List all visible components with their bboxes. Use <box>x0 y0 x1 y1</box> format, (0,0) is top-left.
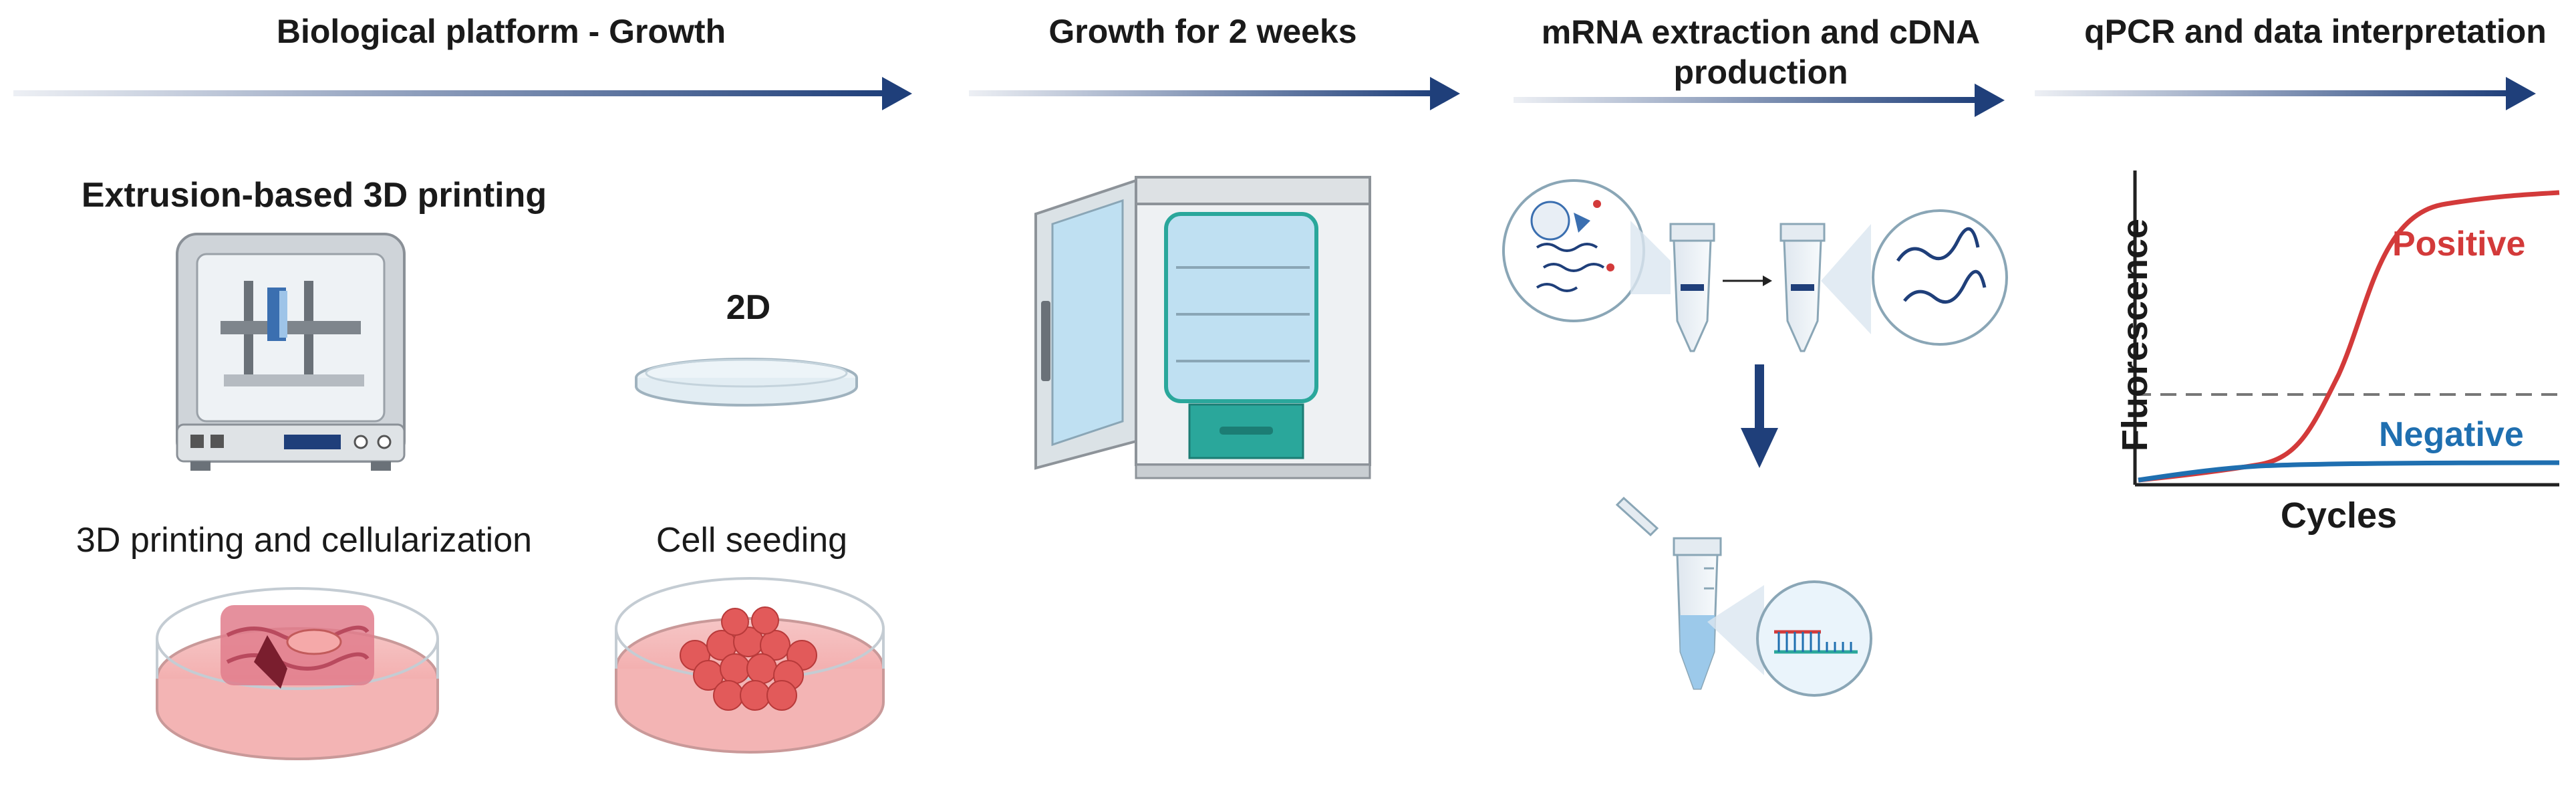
stage-2-arrow <box>969 77 1460 110</box>
positive-label: Positive <box>2392 225 2526 263</box>
negative-label: Negative <box>2379 415 2524 454</box>
cellularization-label: 3D printing and cellularization <box>76 521 533 560</box>
zoom-cone-3 <box>1707 585 1764 675</box>
cellularized-dish-icon <box>156 587 439 760</box>
extraction-tube-2-icon <box>1779 223 1826 352</box>
zoom-cone-2 <box>1821 224 1871 334</box>
stage-4-arrow <box>2035 77 2536 110</box>
graph-x-label: Cycles <box>2280 495 2398 536</box>
cell-seeding-dish-icon <box>615 577 885 754</box>
extrusion-printing-label: Extrusion-based 3D printing <box>81 176 547 215</box>
negative-curve <box>2138 460 2560 483</box>
stage-3-arrow <box>1514 84 2005 117</box>
step-arrow-small <box>1723 275 1772 286</box>
cdna-strand-icon <box>1756 580 1872 697</box>
3d-printer-icon <box>176 233 406 471</box>
stage-4-title: qPCR and data interpretation <box>2084 13 2547 50</box>
qpcr-graph <box>2133 171 2560 487</box>
stage-2-title: Growth for 2 weeks <box>1048 13 1357 50</box>
down-arrow <box>1741 364 1778 468</box>
cell-seeding-label: Cell seeding <box>656 521 848 560</box>
stage-1-arrow <box>13 77 912 110</box>
extraction-tube-1-icon <box>1669 223 1715 352</box>
stage-1-title: Biological platform - Growth <box>276 13 726 50</box>
2d-petri-dish-icon <box>635 358 858 407</box>
stage-3-title: mRNA extraction and cDNA production <box>1541 13 1981 91</box>
mrna-strands-icon <box>1872 209 2008 346</box>
zoom-cone-1 <box>1630 221 1671 294</box>
virus-sample-icon <box>1502 179 1645 322</box>
2d-label: 2D <box>726 288 771 327</box>
graph-y-label: Fluorescence <box>2115 218 2155 452</box>
incubator-icon <box>1034 176 1371 479</box>
cdna-tube-icon <box>1615 496 1722 690</box>
